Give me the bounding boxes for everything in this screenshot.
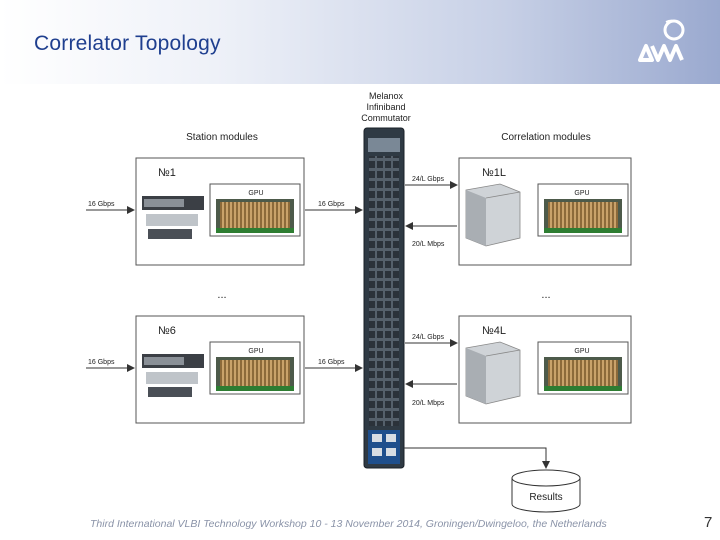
gpu-card-icon — [216, 199, 294, 233]
correlation-4l-output-rate: 20/L Mbps — [412, 400, 445, 407]
station-1-output-rate: 16 Gbps — [318, 201, 345, 208]
station-module-6-gpu-label: GPU — [248, 348, 263, 355]
correlation-4l-input-rate: 24/L Gbps — [412, 334, 445, 341]
station-modules-header: Station modules — [186, 132, 258, 143]
slide-header — [0, 0, 720, 84]
correlation-module-4l: №4L GPU — [458, 315, 632, 424]
blade-server-icon — [465, 341, 521, 405]
switch-label-line-2: Infiniband — [366, 102, 405, 112]
correlation-ellipsis: ... — [541, 289, 550, 301]
switch-label-line-1: Melanox — [369, 91, 404, 101]
slide-footer: Third International VLBI Technology Work… — [90, 518, 607, 530]
correlation-1l-output-rate: 20/L Mbps — [412, 241, 445, 248]
gpu-card-icon — [544, 199, 622, 233]
station-module-1-id: №1 — [158, 167, 176, 179]
blade-server-icon — [465, 183, 521, 247]
station-6-input-rate: 16 Gbps — [88, 359, 115, 366]
station-module-6-id: №6 — [158, 325, 176, 337]
correlation-1l-input-rate: 24/L Gbps — [412, 176, 445, 183]
server-icon — [142, 354, 204, 397]
correlation-module-1l: №1L GPU — [458, 157, 632, 266]
correlation-module-4l-id: №4L — [482, 325, 506, 337]
station-module-1: №1 GPU — [135, 157, 305, 266]
gpu-card-icon — [544, 357, 622, 391]
correlation-modules-header: Correlation modules — [501, 132, 591, 143]
station-1-input-rate: 16 Gbps — [88, 201, 115, 208]
station-module-1-gpu-label: GPU — [248, 190, 263, 197]
slide-title: Correlator Topology — [34, 32, 221, 55]
switch-label-line-3: Commutator — [361, 113, 411, 123]
station-ellipsis: ... — [217, 289, 226, 301]
institute-logo — [638, 19, 685, 62]
results-arrow — [404, 447, 550, 469]
correlation-module-1l-id: №1L — [482, 167, 506, 179]
station-module-6: №6 GPU — [135, 315, 305, 424]
station-6-output-rate: 16 Gbps — [318, 359, 345, 366]
server-icon — [142, 196, 204, 239]
gpu-card-icon — [216, 357, 294, 391]
slide-number: 7 — [704, 514, 713, 531]
results-label: Results — [529, 492, 562, 503]
correlation-module-1l-gpu-label: GPU — [574, 190, 589, 197]
correlation-module-4l-gpu-label: GPU — [574, 348, 589, 355]
results-database-icon — [511, 469, 581, 513]
infiniband-switch — [363, 127, 405, 469]
